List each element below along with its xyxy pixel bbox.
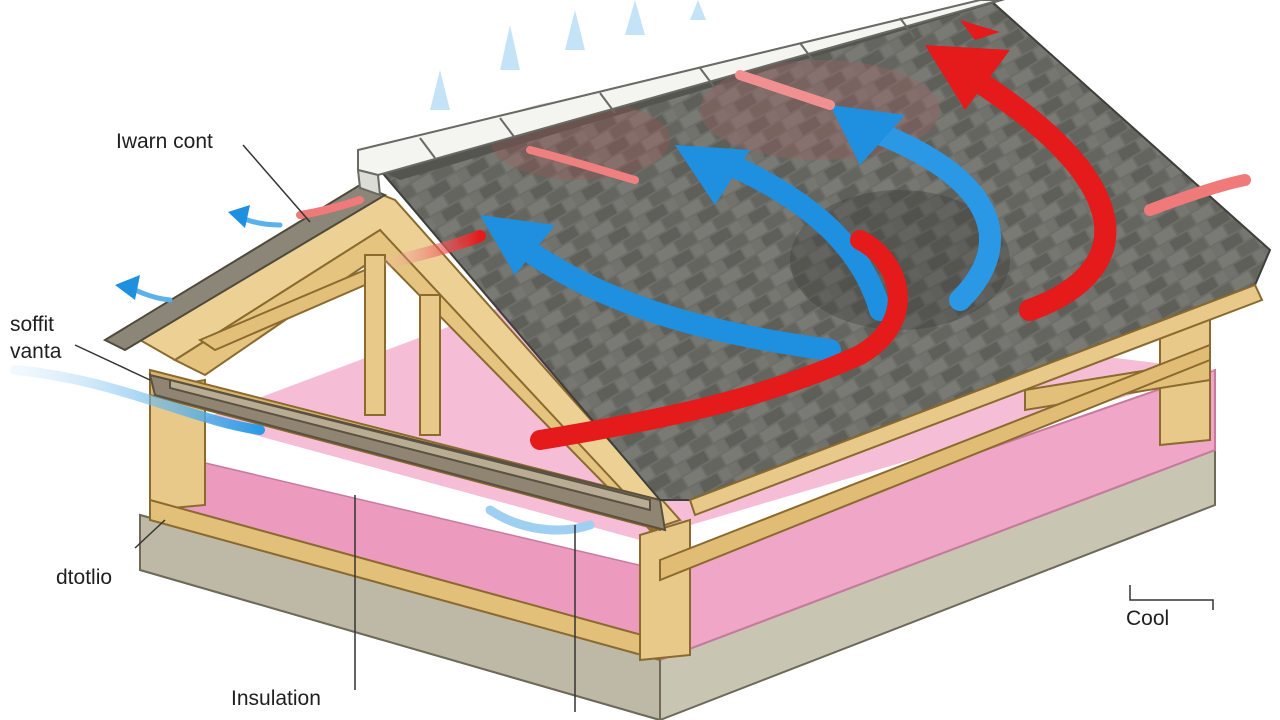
- warm-air-arrow: [296, 196, 364, 219]
- cool-air-arrow: [859, 119, 1001, 311]
- warm-air-arrow: [1144, 174, 1251, 216]
- warm-air-arrow: [925, 45, 1010, 110]
- ridge-vent: [356, 0, 1001, 197]
- cool-air-arrow: [485, 505, 595, 535]
- warm-air-arrow: [530, 230, 908, 450]
- cool-air-arrow: [709, 149, 891, 321]
- cool-air-arrows: [10, 119, 1001, 535]
- warm-air-arrow: [526, 146, 639, 184]
- cool-air-arrow: [228, 205, 250, 228]
- warm-air-arrows: [296, 59, 1251, 450]
- cool-air-arrow: [509, 234, 841, 361]
- cool-air-arrow: [480, 215, 555, 275]
- warm-air-label: Iwarn cont: [116, 130, 213, 153]
- cool-air-arrow: [675, 145, 750, 205]
- leader-lines: [74, 144, 1214, 712]
- soffit-vents-label: soffit vanta: [10, 313, 62, 363]
- attic-label: dtotlio: [56, 566, 113, 589]
- eave-beam: [148, 373, 667, 532]
- cool-label: Cool: [1126, 607, 1170, 630]
- insulation-label: Insulation: [231, 687, 321, 710]
- exhaust-air-wisps: [430, 0, 706, 110]
- warm-air-arrowheads: [925, 20, 1010, 110]
- cool-air-arrowheads: [115, 105, 905, 300]
- wall-framing: [149, 308, 1211, 662]
- warm-air-arrow: [960, 20, 1000, 40]
- cool-air-arrow: [115, 275, 140, 300]
- warm-air-arrow: [949, 59, 1117, 321]
- cool-air-arrow: [830, 105, 905, 165]
- warm-air-arrow: [735, 70, 835, 110]
- cool-air-arrow: [10, 365, 265, 435]
- warm-air-arrow: [384, 230, 486, 268]
